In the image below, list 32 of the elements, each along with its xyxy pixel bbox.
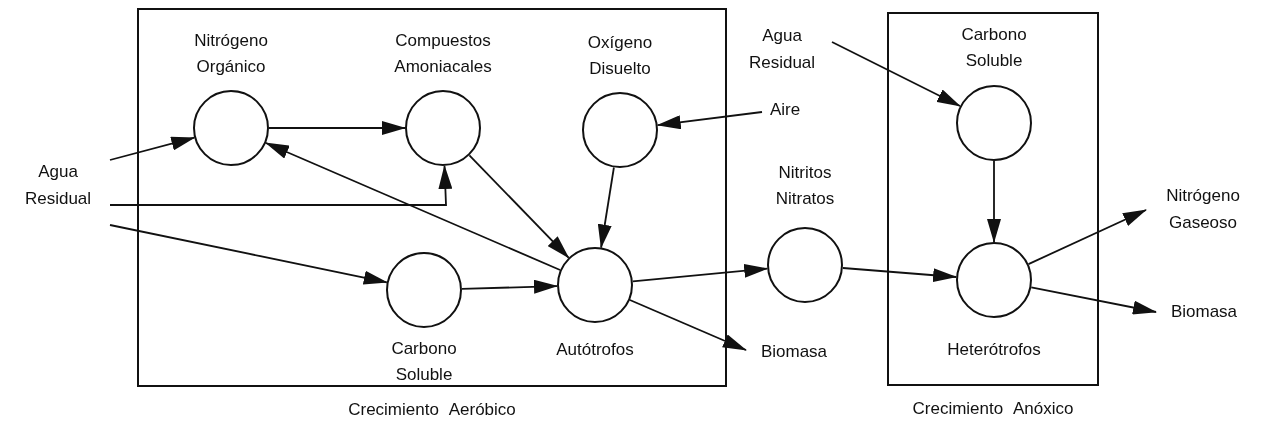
node-label: Carbono Soluble (960, 24, 1028, 72)
node-label: Carbono Soluble (390, 338, 458, 386)
flow-label: Biomasa (1169, 301, 1239, 323)
arrow (461, 279, 558, 294)
flow-label: Agua Residual (747, 25, 817, 74)
node-label: Autótrofos (555, 339, 635, 361)
flow-label: Nitrógeno Gaseoso (1165, 185, 1241, 234)
arrow (109, 165, 453, 206)
node-label: Compuestos Amoniacales (393, 30, 493, 78)
arrow (629, 299, 747, 351)
node-label: Oxígeno Disuelto (586, 32, 654, 80)
group-caption: Crecimiento Aeróbico (348, 399, 516, 421)
node-label: Heterótrofos (946, 339, 1042, 361)
arrow (987, 160, 1001, 243)
arrow (1027, 209, 1147, 265)
flow-label: Aire (768, 99, 802, 121)
node-label: Nitritos Nitratos (774, 162, 836, 210)
arrow (1030, 286, 1157, 315)
arrow (831, 41, 961, 107)
flow-label: Agua Residual (23, 161, 93, 210)
arrow (597, 166, 615, 249)
arrow (468, 154, 570, 259)
arrow (109, 136, 196, 161)
arrow (109, 224, 388, 285)
arrow (842, 267, 958, 283)
arrow (631, 263, 769, 283)
group-caption: Crecimiento Anóxico (912, 398, 1074, 420)
node-label: Nitrógeno Orgánico (193, 30, 269, 78)
arrow (656, 111, 763, 130)
arrow (268, 121, 406, 135)
arrow (265, 142, 561, 271)
flow-label: Biomasa (759, 341, 829, 363)
